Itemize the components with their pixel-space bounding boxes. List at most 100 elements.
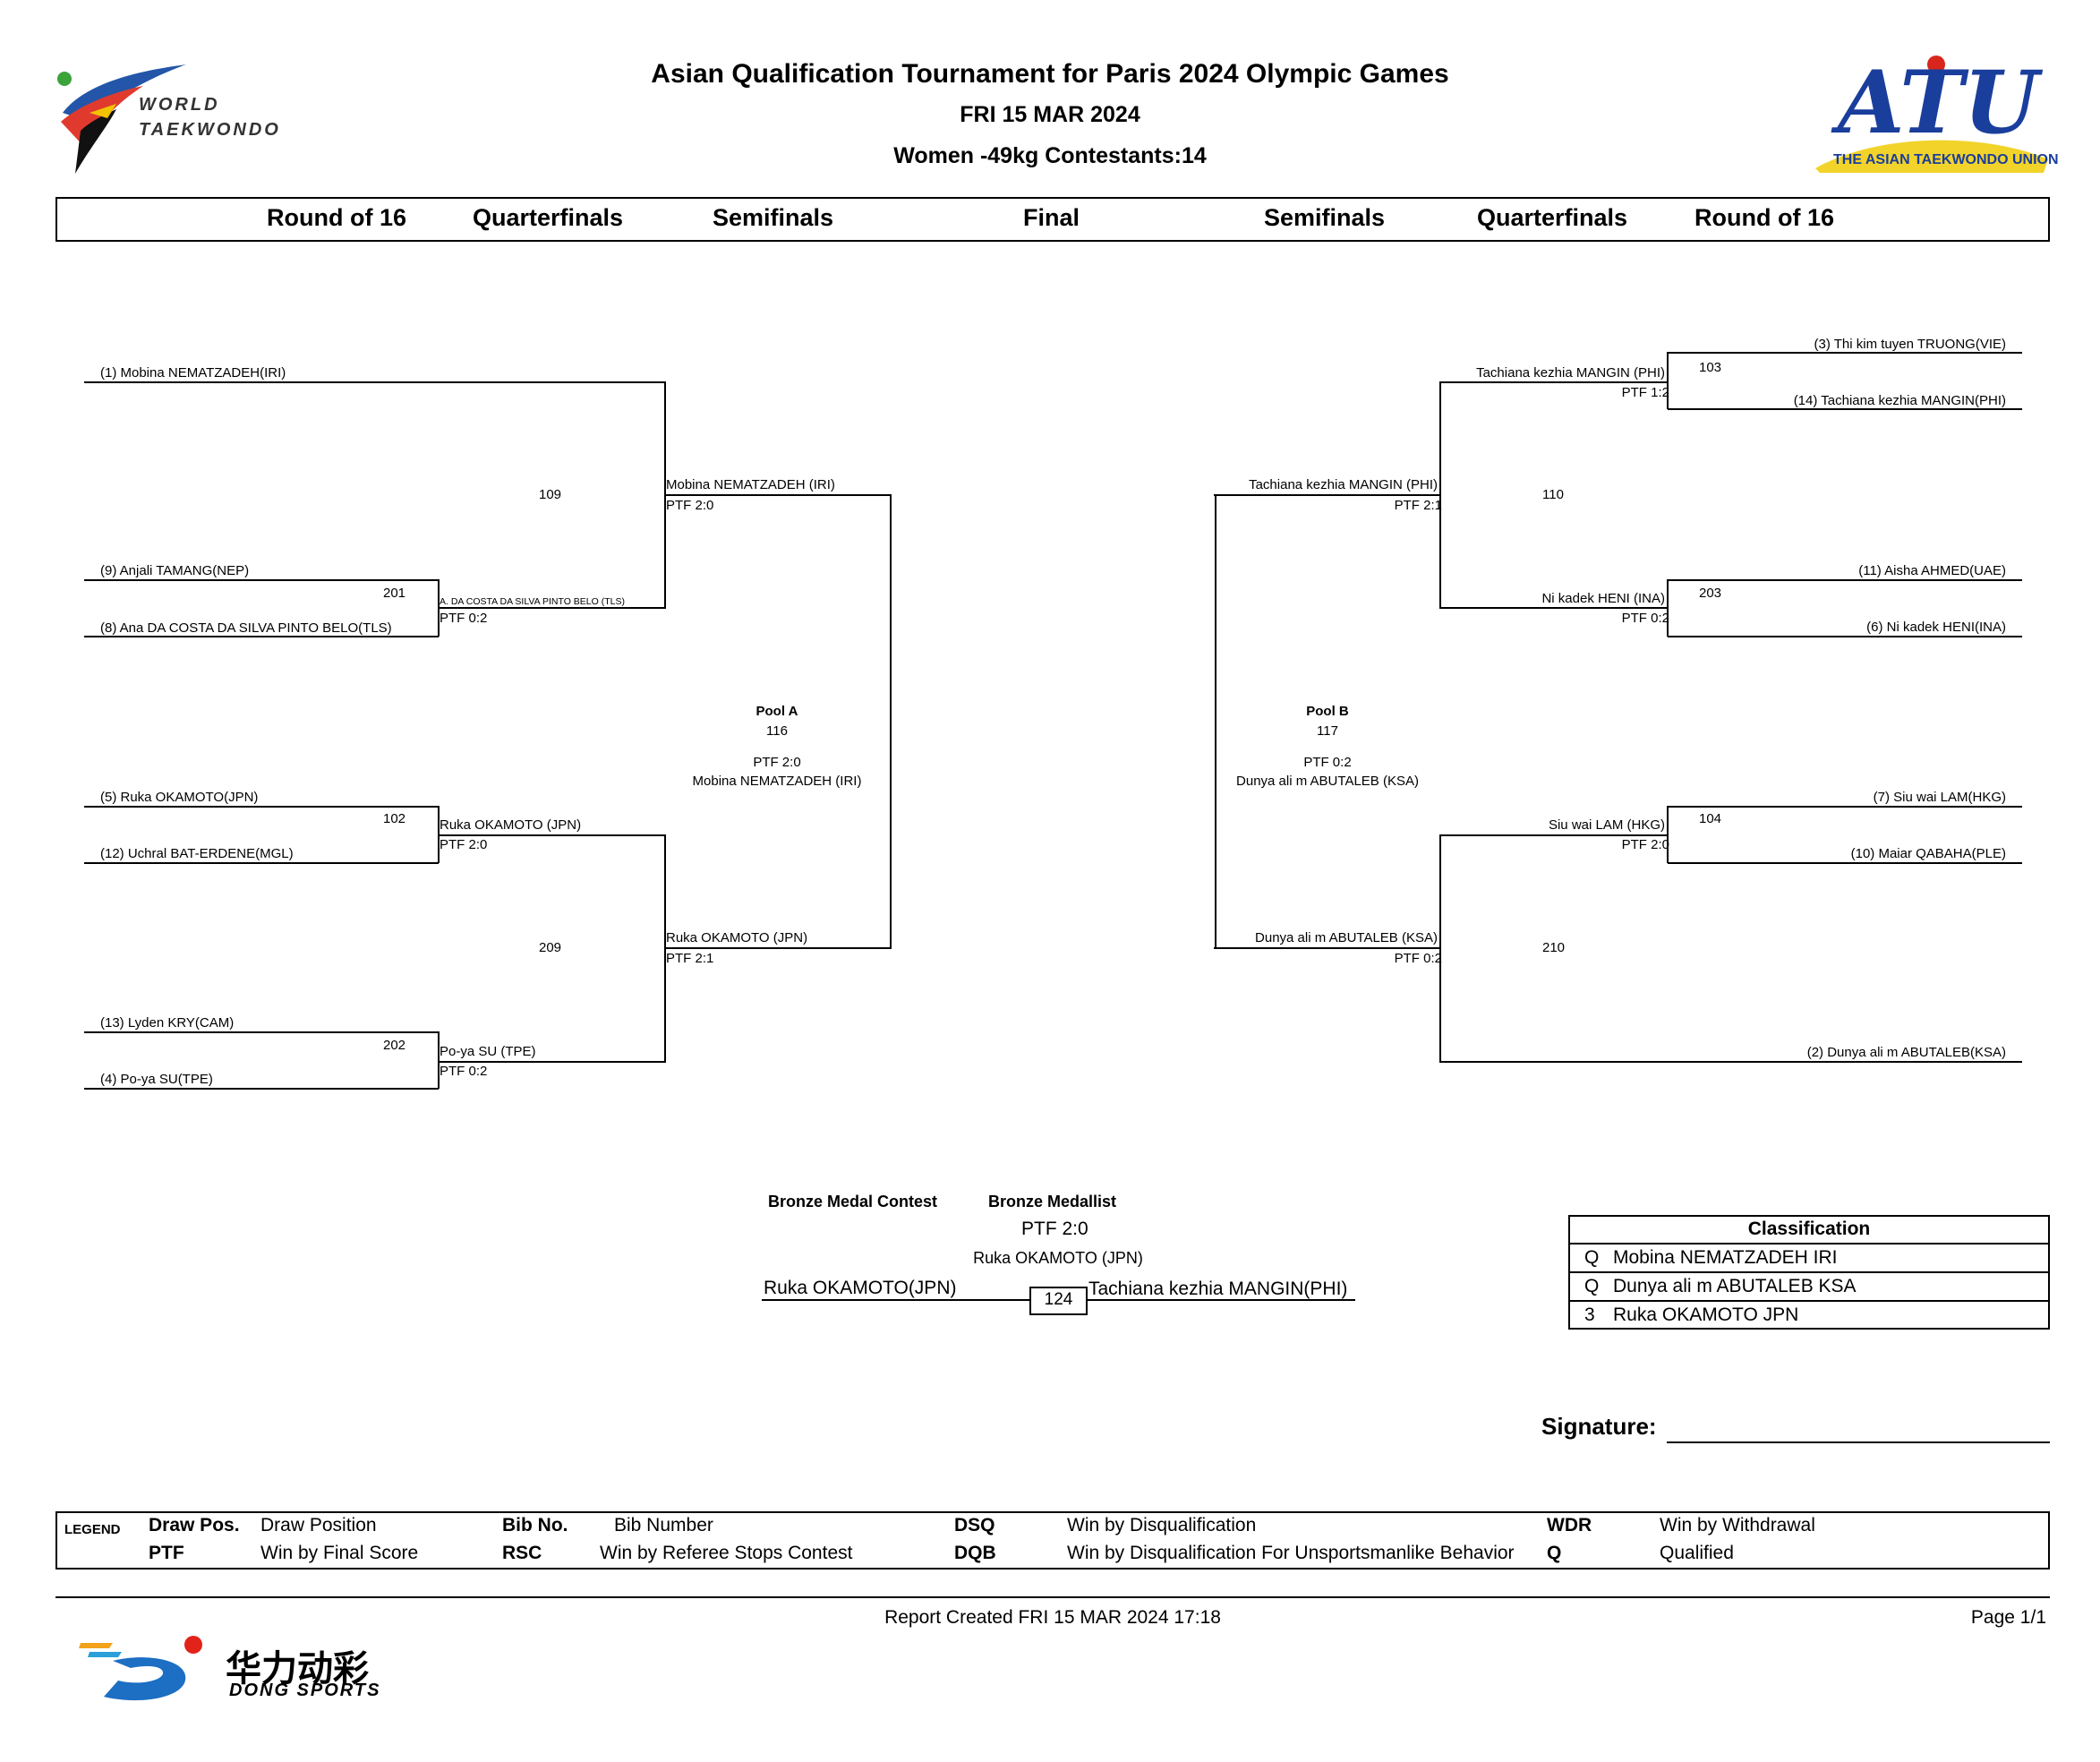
sf-score: PTF 0:2 bbox=[1394, 951, 1442, 966]
atu-logo: ATU THE ASIAN TAEKWONDO UNION bbox=[1806, 52, 2059, 177]
signature-line[interactable] bbox=[1667, 1441, 2050, 1443]
match-number: 202 bbox=[383, 1038, 406, 1053]
sf-score: PTF 2:0 bbox=[666, 498, 714, 513]
legend-key: WDR bbox=[1547, 1515, 1592, 1535]
legend-key: PTF bbox=[149, 1543, 184, 1563]
pool-label: Pool B bbox=[1306, 704, 1349, 719]
report-created: Report Created FRI 15 MAR 2024 17:18 bbox=[884, 1607, 1221, 1628]
r16-competitor: (2) Dunya ali m ABUTALEB(KSA) bbox=[1806, 1045, 2006, 1060]
r16-competitor: (3) Thi kim tuyen TRUONG(VIE) bbox=[1814, 337, 2006, 352]
pool-winner: Dunya ali m ABUTALEB (KSA) bbox=[1236, 774, 1419, 789]
dong-sports-emblem-icon bbox=[79, 1636, 202, 1701]
atu-logo-caption: THE ASIAN TAEKWONDO UNION bbox=[1833, 152, 2059, 167]
match-number: 203 bbox=[1699, 586, 1722, 601]
match-number: 109 bbox=[539, 487, 562, 502]
legend-key: DSQ bbox=[954, 1515, 995, 1535]
r16-competitor: (12) Uchral BAT-ERDENE(MGL) bbox=[100, 846, 294, 861]
legend-value: Win by Final Score bbox=[260, 1543, 419, 1563]
round-label: Quarterfinals bbox=[1477, 204, 1628, 231]
round-header-bar bbox=[55, 197, 2050, 242]
sf-winner: Dunya ali m ABUTALEB (KSA) bbox=[1255, 930, 1438, 945]
qf-score: PTF 2:0 bbox=[440, 837, 488, 852]
match-number: 103 bbox=[1699, 360, 1722, 375]
classification-row: Q Dunya ali m ABUTALEB KSA bbox=[1570, 1271, 2048, 1301]
classification-rank: 3 bbox=[1584, 1304, 1595, 1325]
qf-score: PTF 0:2 bbox=[1621, 611, 1669, 626]
round-label: Final bbox=[1023, 204, 1080, 231]
qf-winner: Ni kadek HENI (INA) bbox=[1541, 591, 1665, 606]
pool-score: PTF 0:2 bbox=[1303, 755, 1352, 770]
round-label: Round of 16 bbox=[267, 204, 406, 231]
match-number: 209 bbox=[539, 940, 562, 955]
r16-competitor: (5) Ruka OKAMOTO(JPN) bbox=[100, 790, 259, 805]
qf-score: PTF 1:2 bbox=[1621, 385, 1669, 400]
signature-label: Signature: bbox=[1541, 1413, 1657, 1440]
event-date: FRI 15 MAR 2024 bbox=[960, 102, 1140, 127]
pool-match-number: 116 bbox=[766, 723, 788, 739]
r16-competitor: (9) Anjali TAMANG(NEP) bbox=[100, 563, 250, 578]
sf-winner: Mobina NEMATZADEH (IRI) bbox=[666, 477, 835, 492]
r16-competitor: (11) Aisha AHMED(UAE) bbox=[1858, 563, 2006, 578]
match-number: 201 bbox=[383, 586, 406, 601]
classification-rank: Q bbox=[1584, 1247, 1600, 1268]
sf-score: PTF 2:1 bbox=[666, 951, 714, 966]
sf-score: PTF 2:1 bbox=[1394, 498, 1442, 513]
footer-divider bbox=[55, 1596, 2050, 1598]
sf-winner: Tachiana kezhia MANGIN (PHI) bbox=[1249, 477, 1438, 492]
legend-value: Bib Number bbox=[614, 1515, 713, 1535]
legend-value: Qualified bbox=[1660, 1543, 1734, 1563]
r16-competitor: (7) Siu wai LAM(HKG) bbox=[1873, 790, 2006, 805]
round-label: Round of 16 bbox=[1695, 204, 1834, 231]
atu-emblem-icon bbox=[1815, 56, 2048, 173]
bronze-contest-label: Bronze Medal Contest bbox=[768, 1193, 938, 1210]
pool-score: PTF 2:0 bbox=[753, 755, 801, 770]
classification-row: 3 Ruka OKAMOTO JPN bbox=[1570, 1300, 2048, 1330]
qf-winner: Siu wai LAM (HKG) bbox=[1548, 817, 1665, 833]
sponsor-cn: 华力动彩 bbox=[226, 1648, 369, 1689]
r16-competitor: (13) Lyden KRY(CAM) bbox=[100, 1015, 235, 1031]
r16-competitor: (6) Ni kadek HENI(INA) bbox=[1866, 620, 2006, 635]
pool-label: Pool A bbox=[755, 704, 798, 719]
pool-match-number: 117 bbox=[1317, 723, 1338, 739]
bronze-score: PTF 2:0 bbox=[1021, 1219, 1088, 1239]
classification-name: Dunya ali m ABUTALEB KSA bbox=[1613, 1276, 1857, 1296]
sf-winner: Ruka OKAMOTO (JPN) bbox=[666, 930, 808, 945]
legend-value: Win by Disqualification bbox=[1067, 1515, 1257, 1535]
qf-winner: Po-ya SU (TPE) bbox=[440, 1044, 536, 1059]
bronze-match-number: 124 bbox=[1044, 1290, 1073, 1309]
world-taekwondo-logo: WORLD TAEKWONDO bbox=[54, 59, 304, 175]
legend-key: RSC bbox=[502, 1543, 542, 1563]
legend-value: Draw Position bbox=[260, 1515, 377, 1535]
bronze-winner: Ruka OKAMOTO (JPN) bbox=[973, 1249, 1143, 1267]
round-label: Semifinals bbox=[713, 204, 834, 231]
sponsor-en: DONG SPORTS bbox=[229, 1681, 381, 1700]
qf-score: PTF 0:2 bbox=[440, 611, 488, 626]
qf-winner: A. DA COSTA DA SILVA PINTO BELO (TLS) bbox=[440, 596, 625, 607]
match-number: 110 bbox=[1542, 487, 1564, 502]
pool-winner: Mobina NEMATZADEH (IRI) bbox=[692, 774, 862, 789]
bronze-left-competitor: Ruka OKAMOTO(JPN) bbox=[764, 1278, 957, 1298]
r16-competitor: (8) Ana DA COSTA DA SILVA PINTO BELO(TLS… bbox=[100, 620, 392, 636]
round-label: Quarterfinals bbox=[473, 204, 624, 231]
classification-row: Q Mobina NEMATZADEH IRI bbox=[1570, 1243, 2048, 1272]
legend-title: LEGEND bbox=[64, 1522, 121, 1537]
legend-key: Q bbox=[1547, 1543, 1562, 1563]
match-number: 210 bbox=[1542, 940, 1566, 955]
classification-table: Classification Q Mobina NEMATZADEH IRI Q… bbox=[1568, 1215, 2050, 1330]
classification-rank: Q bbox=[1584, 1276, 1600, 1296]
qf-winner: Ruka OKAMOTO (JPN) bbox=[440, 817, 582, 833]
legend-value: Win by Withdrawal bbox=[1660, 1515, 1815, 1535]
qf-winner: Tachiana kezhia MANGIN (PHI) bbox=[1476, 365, 1665, 381]
bronze-medallist-label: Bronze Medallist bbox=[988, 1193, 1117, 1210]
legend-key: DQB bbox=[954, 1543, 996, 1563]
r16-competitor: (1) Mobina NEMATZADEH(IRI) bbox=[100, 365, 286, 381]
classification-name: Mobina NEMATZADEH IRI bbox=[1613, 1247, 1838, 1268]
r16-competitor: (14) Tachiana kezhia MANGIN(PHI) bbox=[1793, 393, 2006, 408]
bronze-match-box bbox=[1029, 1287, 1088, 1315]
legend-key: Draw Pos. bbox=[149, 1515, 240, 1535]
r16-competitor: (4) Po-ya SU(TPE) bbox=[100, 1072, 213, 1087]
qf-score: PTF 2:0 bbox=[1621, 837, 1669, 852]
bronze-right-competitor: Tachiana kezhia MANGIN(PHI) bbox=[1088, 1279, 1348, 1299]
round-label: Semifinals bbox=[1264, 204, 1386, 231]
qf-score: PTF 0:2 bbox=[440, 1064, 488, 1079]
